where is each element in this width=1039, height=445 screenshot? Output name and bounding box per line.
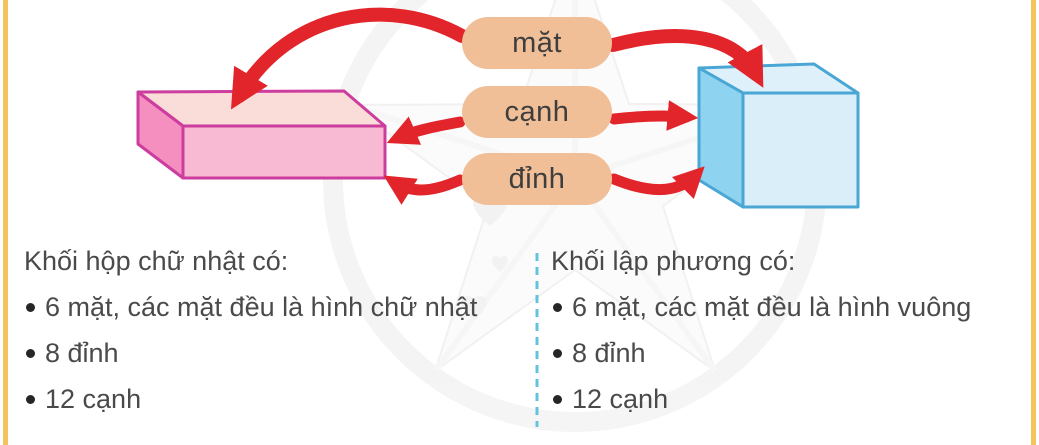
- bullet-dot: [26, 349, 35, 358]
- cube-left-face: [697, 66, 745, 209]
- bullet-text: 6 mặt, các mặt đều là hình vuông: [572, 292, 972, 322]
- bullet-item: 8 đỉnh: [551, 338, 1031, 368]
- bullet-text: 6 mặt, các mặt đều là hình chữ nhật: [45, 292, 478, 322]
- bullet-text: 8 đỉnh: [572, 338, 646, 368]
- arrow-face-to-cuboid: [230, 7, 469, 110]
- cuboid-facts-heading: Khối hộp chữ nhật có:: [24, 246, 289, 276]
- bullet-text: 8 đỉnh: [45, 338, 119, 368]
- arrow-vertex-to-cube: [608, 166, 705, 199]
- bullet-item: 6 mặt, các mặt đều là hình vuông: [551, 292, 1031, 322]
- bullet-text: 12 cạnh: [572, 384, 669, 414]
- bullet-item: 8 đỉnh: [24, 338, 532, 368]
- bullet-dot: [553, 395, 562, 404]
- pill-face-label: mặt: [512, 26, 562, 59]
- arrow-face-to-cube: [606, 29, 764, 88]
- bullet-item: 12 cạnh: [551, 384, 1031, 414]
- bullet-dot: [553, 349, 562, 358]
- pill-face: mặt: [462, 17, 612, 69]
- pill-vertex-label: đỉnh: [508, 162, 566, 195]
- bullet-item: 6 mặt, các mặt đều là hình chữ nhật: [24, 292, 532, 322]
- cuboid-facts-column: Khối hộp chữ nhật có: 6 mặt, các mặt đều…: [24, 246, 532, 430]
- cuboid-shape: [136, 89, 387, 180]
- cube-front-face: [741, 91, 860, 209]
- arrow-edge-to-cube: [608, 100, 699, 131]
- cube-facts-heading: Khối lập phương có:: [551, 246, 796, 276]
- bullet-dot: [553, 303, 562, 312]
- bullet-item: 12 cạnh: [24, 384, 532, 414]
- bullet-dot: [26, 395, 35, 404]
- cuboid-front-face: [181, 124, 387, 180]
- pill-edge-label: cạnh: [504, 95, 570, 128]
- cube-facts-column: Khối lập phương có: 6 mặt, các mặt đều l…: [551, 246, 1031, 430]
- bullet-text: 12 cạnh: [45, 384, 142, 414]
- pill-edge: cạnh: [462, 86, 612, 138]
- pill-vertex: đỉnh: [462, 153, 612, 205]
- arrow-edge-to-cuboid: [386, 116, 466, 145]
- arrow-vertex-to-cuboid: [383, 174, 466, 205]
- bullet-dot: [26, 303, 35, 312]
- cube-shape: [697, 62, 860, 209]
